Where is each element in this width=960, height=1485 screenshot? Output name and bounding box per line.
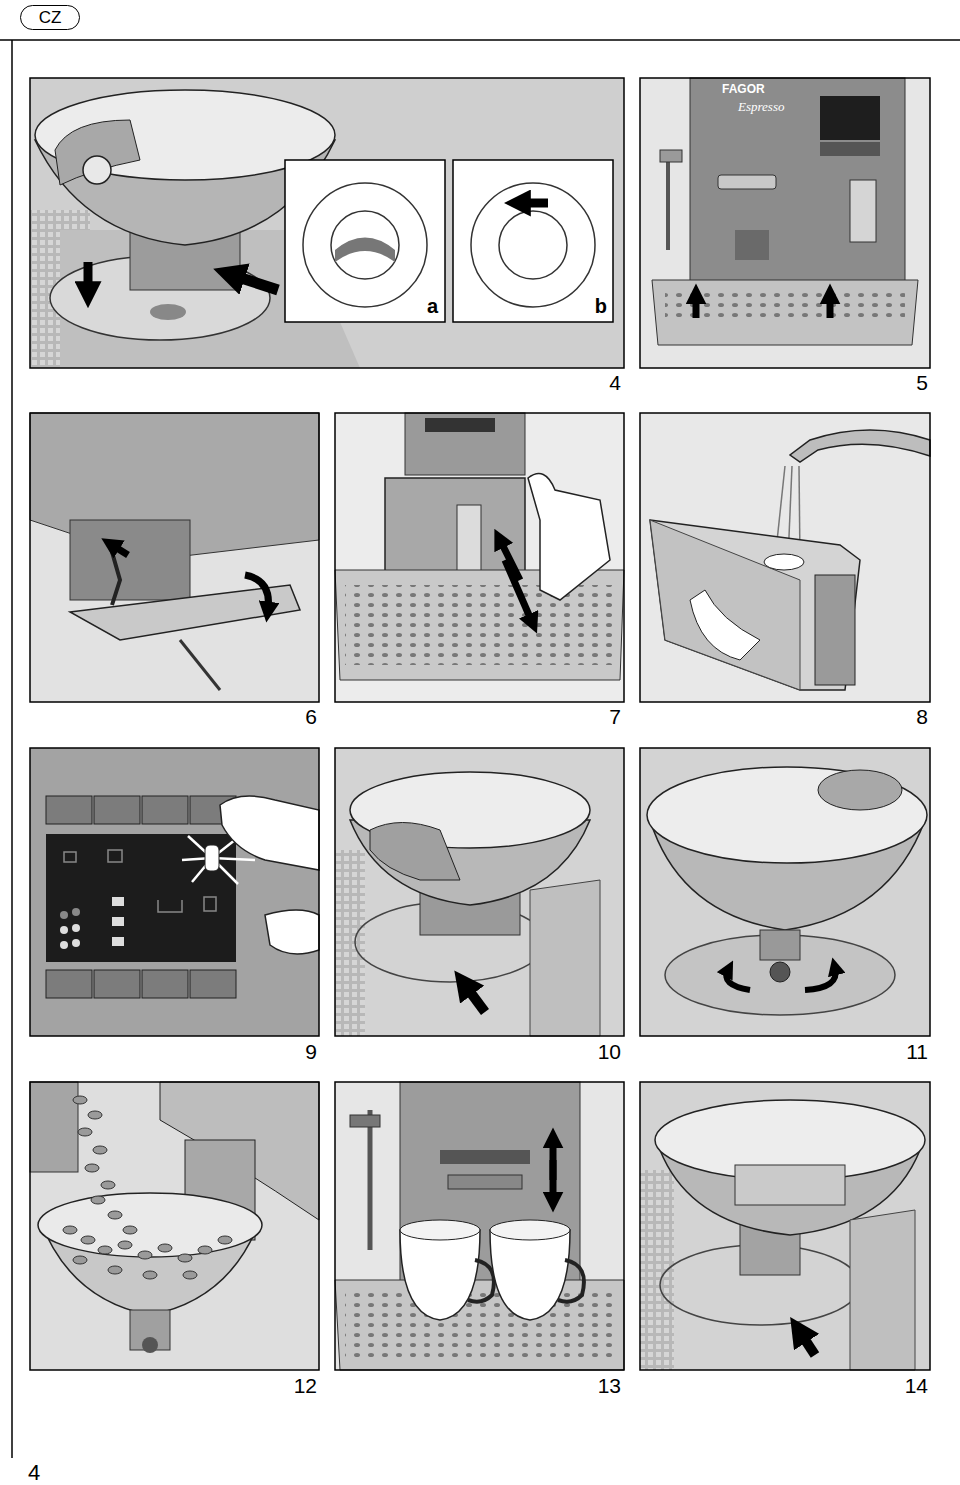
figure-number: 13 (598, 1375, 621, 1396)
figure-number: 12 (294, 1375, 317, 1396)
figure-number: 5 (916, 372, 928, 393)
figure-number: 6 (305, 706, 317, 727)
brand-logo: FAGOR (722, 83, 765, 95)
figure-number: 14 (905, 1375, 928, 1396)
page-number: 4 (28, 1462, 40, 1484)
figure-number: 4 (609, 372, 621, 393)
language-code: CZ (39, 9, 62, 26)
figure-number: 11 (906, 1041, 928, 1062)
language-badge: CZ (20, 5, 80, 30)
figure-number: 7 (609, 706, 621, 727)
inset-letter: b (595, 296, 607, 316)
figure-number: 9 (305, 1041, 317, 1062)
figure-number: 8 (916, 706, 928, 727)
model-name: Espresso (738, 100, 784, 113)
inset-letter: a (427, 296, 438, 316)
figure-number: 10 (598, 1041, 621, 1062)
